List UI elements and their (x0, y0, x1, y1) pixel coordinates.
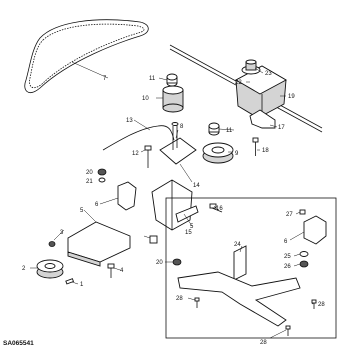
leader-lines (30, 61, 315, 339)
callout-26: 26 (284, 264, 291, 270)
pulley-2 (36, 259, 64, 279)
pulley-9 (202, 142, 234, 164)
bracket-24 (233, 245, 247, 281)
bracket-6-inset (303, 215, 327, 245)
gearbox (235, 59, 287, 119)
bolt-28-right (285, 325, 291, 336)
bolt-16 (209, 203, 223, 213)
callout-27: 27 (286, 212, 293, 218)
callout-21: 21 (86, 179, 93, 185)
callout-25: 25 (284, 254, 291, 260)
bolt-28-top (311, 299, 317, 309)
callout-16: 16 (216, 206, 223, 212)
idler-arm (159, 122, 197, 165)
callout-18: 18 (262, 148, 269, 154)
idler-bracket (249, 109, 276, 129)
callout-2: 2 (22, 266, 26, 272)
callout-20-left: 20 (86, 170, 93, 176)
callout-15: 15 (185, 230, 192, 236)
nut-11-right (208, 122, 220, 136)
nut-11-top (166, 73, 178, 87)
drive-belt (24, 19, 149, 93)
callout-24: 24 (234, 242, 241, 248)
callout-23: 23 (265, 71, 272, 77)
callout-28-bottom: 28 (260, 340, 267, 346)
callout-13: 13 (126, 118, 133, 124)
callout-5-left: 5 (80, 208, 84, 214)
callout-3: 3 (60, 230, 64, 236)
cable-13 (102, 125, 175, 151)
bolt-12 (144, 145, 152, 168)
callout-11-right: 11 (226, 128, 233, 134)
washer-21 (98, 177, 106, 183)
mount-bracket-15 (151, 179, 199, 231)
inset-box (165, 197, 337, 339)
figure-code: SA065541 (3, 340, 34, 347)
callout-28-right: 28 (318, 302, 325, 308)
bolt-4 (107, 263, 115, 278)
bolt-18 (252, 137, 259, 156)
callout-6-inset: 6 (284, 239, 288, 245)
callout-4: 4 (120, 268, 124, 274)
callout-22: 22 (235, 80, 242, 86)
callout-8: 8 (180, 124, 184, 130)
cap-20 (97, 168, 107, 176)
callout-20-bottom: 20 (156, 260, 163, 266)
callout-5-mid: 5 (190, 224, 194, 230)
clip-22 (149, 235, 158, 244)
bolt-28-left (194, 297, 200, 308)
cap-26-top (299, 260, 309, 268)
callout-7: 7 (103, 76, 107, 82)
callout-19: 19 (288, 94, 295, 100)
callout-28-left: 28 (176, 296, 183, 302)
callout-9: 9 (235, 151, 239, 157)
washer-25 (299, 251, 309, 257)
callout-6-left: 6 (95, 202, 99, 208)
cap-20-bottom (172, 258, 182, 266)
callout-1: 1 (80, 282, 84, 288)
callout-12: 12 (132, 151, 139, 157)
spacer-10 (162, 85, 184, 113)
callout-17: 17 (278, 125, 285, 131)
callout-14: 14 (193, 183, 200, 189)
callout-10: 10 (142, 96, 149, 102)
callout-labels: 1 2 3 4 5 5 6 6 7 8 9 10 11 11 12 13 14 … (22, 71, 325, 346)
bracket-6 (117, 181, 137, 211)
key-1 (65, 278, 75, 285)
bolt-27 (299, 209, 306, 215)
cross-brace (177, 271, 301, 327)
callout-11-top: 11 (149, 76, 156, 82)
cap-3 (48, 241, 56, 247)
